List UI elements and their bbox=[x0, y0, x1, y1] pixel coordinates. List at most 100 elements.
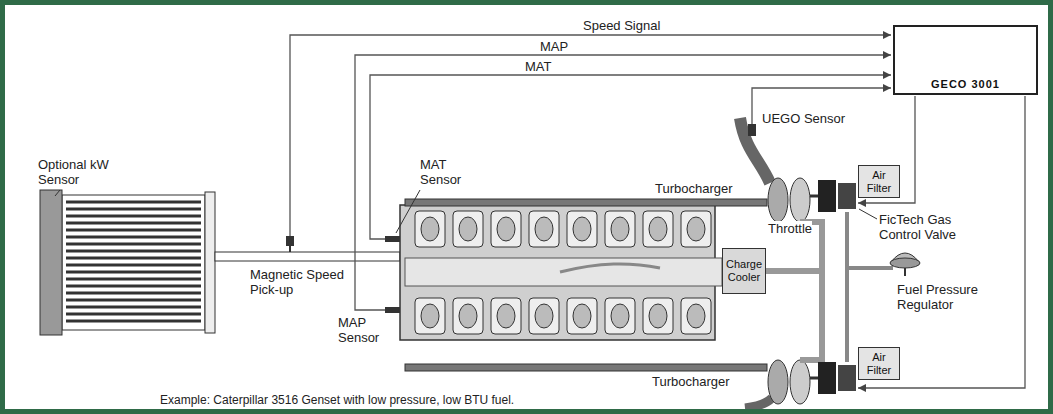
speed-pickup bbox=[286, 236, 294, 246]
map-wire bbox=[355, 55, 891, 310]
cylinder-cap bbox=[611, 304, 629, 328]
gas-control-valve bbox=[838, 365, 856, 391]
cylinder bbox=[681, 211, 711, 247]
charge-cooler-box: Charge Cooler bbox=[722, 248, 766, 294]
label-text: Turbocharger bbox=[652, 374, 730, 389]
cylinder-head bbox=[567, 211, 597, 247]
winding-stroke bbox=[66, 222, 201, 225]
cylinder-cap bbox=[687, 304, 705, 328]
cylinder bbox=[453, 211, 483, 247]
uego-sensor bbox=[748, 124, 756, 136]
valve-wire bbox=[858, 96, 1025, 388]
label-text: MAP Sensor bbox=[338, 315, 379, 345]
regulator-body bbox=[890, 258, 920, 268]
generator-windings bbox=[66, 202, 201, 321]
leader-line bbox=[55, 190, 60, 196]
box-text: Charge Cooler bbox=[725, 258, 763, 283]
cylinder bbox=[415, 211, 445, 247]
generator-flange bbox=[205, 192, 215, 333]
winding-stroke bbox=[66, 215, 201, 218]
cylinder bbox=[453, 298, 483, 334]
winding-stroke bbox=[66, 271, 201, 274]
signal-name: MAP bbox=[540, 40, 590, 55]
cylinder bbox=[529, 298, 559, 334]
label-text: MAT Sensor bbox=[420, 157, 461, 187]
part-label: Magnetic Speed Pick-up bbox=[250, 268, 345, 298]
cylinder bbox=[491, 211, 521, 247]
winding-stroke bbox=[66, 243, 201, 246]
cylinder-head bbox=[643, 211, 673, 247]
label-text: Speed Signal bbox=[583, 18, 660, 33]
label-text: Optional kW Sensor bbox=[38, 157, 109, 187]
gas-control-valve bbox=[818, 180, 836, 212]
cylinder-head bbox=[491, 298, 521, 334]
compressor bbox=[790, 360, 810, 404]
regulator-stem bbox=[904, 268, 906, 276]
cylinder-head bbox=[453, 298, 483, 334]
cylinder-head bbox=[605, 211, 635, 247]
part-label: Turbocharger bbox=[652, 375, 752, 390]
cylinder-head bbox=[567, 298, 597, 334]
box-text: Air Filter bbox=[861, 351, 897, 376]
cylinder-head bbox=[491, 211, 521, 247]
cylinder-cap bbox=[611, 217, 629, 241]
cylinder-cap bbox=[573, 304, 591, 328]
winding-stroke bbox=[66, 250, 201, 253]
winding-stroke bbox=[66, 208, 201, 211]
winding-stroke bbox=[66, 285, 201, 288]
part-label: MAP Sensor bbox=[338, 316, 386, 346]
manifold-y bbox=[560, 264, 660, 272]
cylinders bbox=[415, 211, 711, 334]
signal-name: Speed Signal bbox=[583, 19, 693, 34]
generator-body bbox=[62, 195, 205, 330]
speed-pickup-tip bbox=[289, 246, 291, 252]
valve-link bbox=[810, 377, 818, 380]
winding-stroke bbox=[66, 278, 201, 281]
part-label: UEGO Sensor bbox=[762, 112, 857, 127]
cylinder-cap bbox=[497, 304, 515, 328]
cylinder-cap bbox=[497, 217, 515, 241]
winding-stroke bbox=[66, 306, 201, 309]
cylinder-cap bbox=[649, 304, 667, 328]
gas-pipe bbox=[845, 212, 849, 362]
winding-stroke bbox=[66, 292, 201, 295]
kw-sensor bbox=[40, 190, 62, 335]
cylinder-cap bbox=[535, 217, 553, 241]
intake-manifold bbox=[405, 258, 722, 286]
box-text: GECO 3001 bbox=[931, 78, 1000, 91]
speed-wire bbox=[290, 35, 891, 236]
winding-stroke bbox=[66, 257, 201, 260]
turbine bbox=[768, 178, 788, 222]
compressor bbox=[790, 178, 810, 222]
gas-pipe bbox=[847, 266, 893, 270]
cylinder bbox=[643, 298, 673, 334]
cylinder-head bbox=[605, 298, 635, 334]
leader-line bbox=[859, 209, 877, 219]
cylinder-head bbox=[681, 211, 711, 247]
part-label: Fuel Pressure Regulator bbox=[897, 283, 1012, 313]
winding-stroke bbox=[66, 299, 201, 302]
winding-stroke bbox=[66, 236, 201, 239]
cylinder-cap bbox=[421, 304, 439, 328]
cylinder bbox=[605, 298, 635, 334]
cylinder-head bbox=[415, 211, 445, 247]
part-label: Turbocharger bbox=[655, 182, 755, 197]
caption: Example: Caterpillar 3516 Genset with lo… bbox=[160, 393, 514, 407]
exhaust-manifold bbox=[405, 199, 767, 206]
cylinder bbox=[605, 211, 635, 247]
cylinder-cap bbox=[459, 217, 477, 241]
air-filter-box: Air Filter bbox=[858, 165, 900, 198]
cylinder-cap bbox=[649, 217, 667, 241]
gas-control-valve bbox=[818, 362, 836, 394]
label-text: Fuel Pressure Regulator bbox=[897, 282, 978, 312]
turbine bbox=[768, 360, 788, 404]
mat-wire bbox=[370, 75, 891, 239]
cylinder-head bbox=[681, 298, 711, 334]
valve-link bbox=[810, 195, 818, 198]
cylinder-head bbox=[453, 211, 483, 247]
air-filter-box: Air Filter bbox=[858, 347, 900, 380]
part-label: Throttle bbox=[768, 222, 820, 237]
cylinder bbox=[415, 298, 445, 334]
label-text: MAP bbox=[540, 39, 568, 54]
